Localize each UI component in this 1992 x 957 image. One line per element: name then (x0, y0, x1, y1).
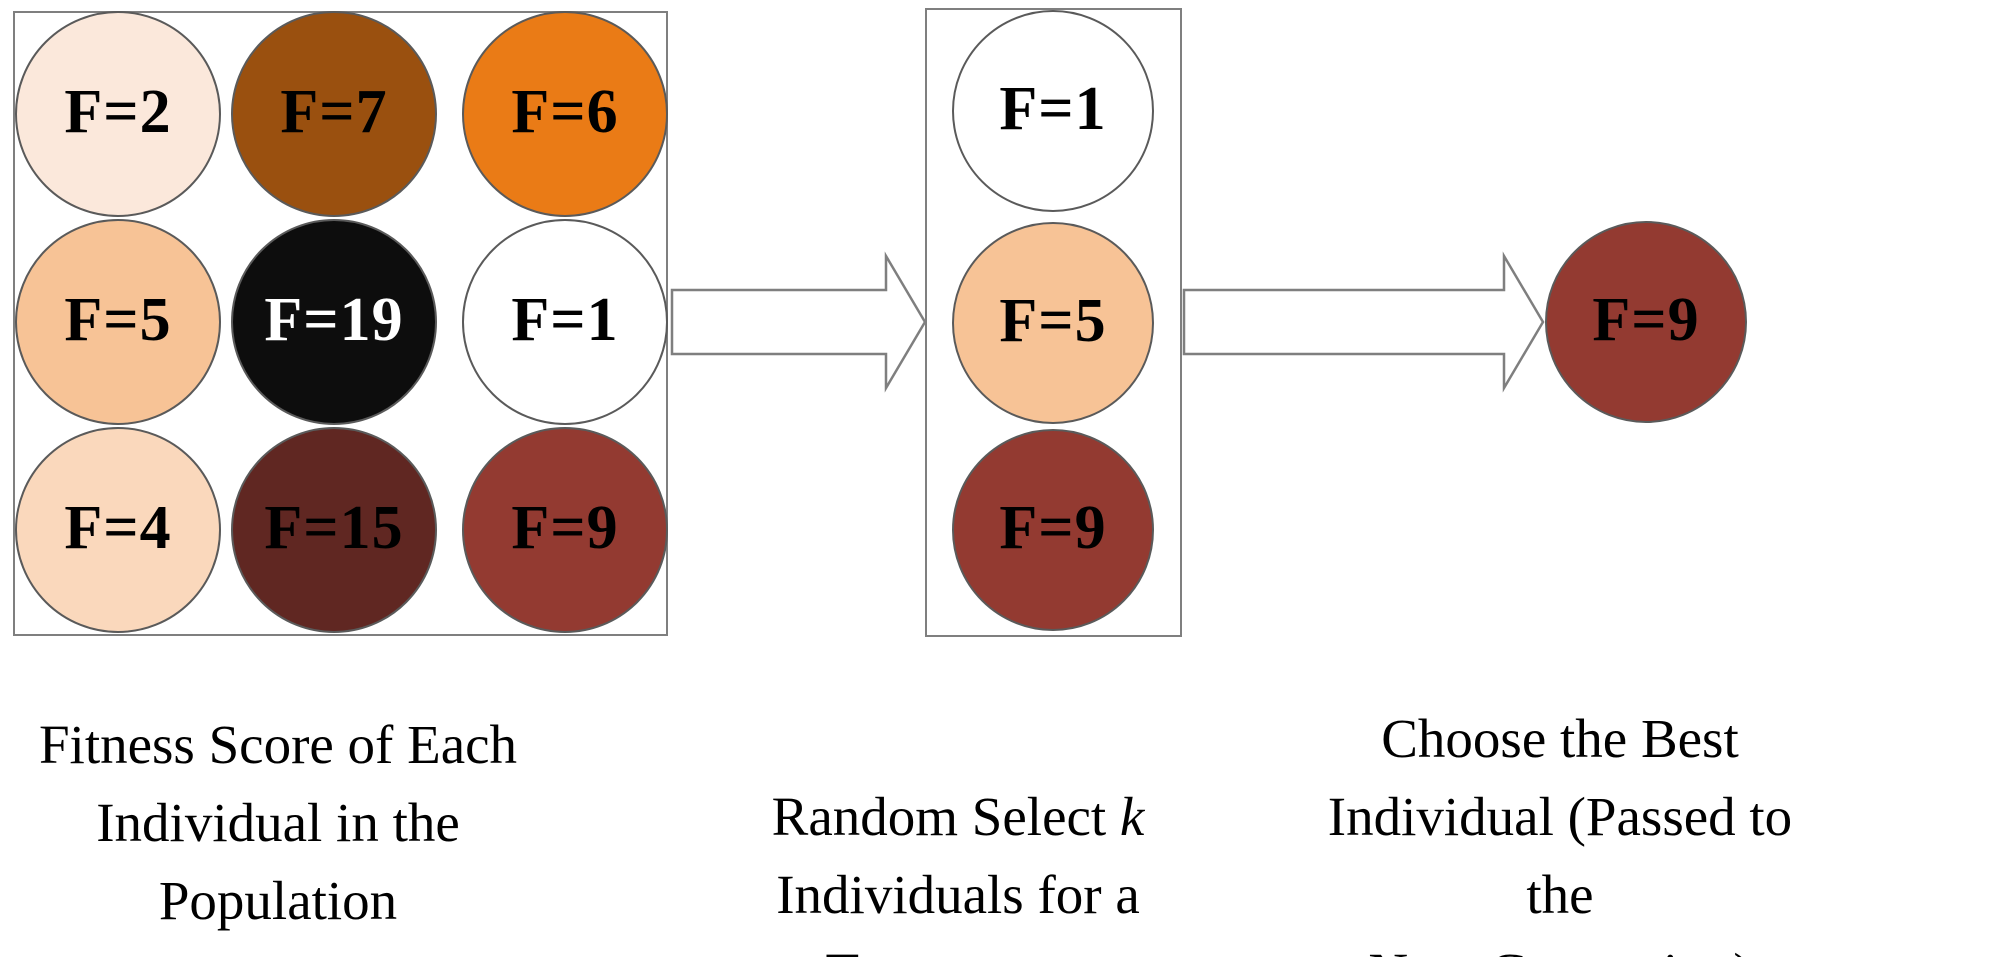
population-circle-f19: F=19 (231, 219, 437, 425)
tournament-circle-f9: F=9 (952, 429, 1154, 631)
circle-label: F=4 (64, 494, 172, 562)
population-circle-f9: F=9 (462, 427, 668, 633)
caption-tournament-pre: Random Select (771, 786, 1120, 848)
caption-tournament-k: k (1119, 786, 1145, 848)
population-circle-f1: F=1 (462, 219, 668, 425)
circle-label: F=9 (999, 494, 1107, 562)
circle-label: F=9 (511, 494, 619, 562)
caption-winner: Choose the Best Individual (Passed to th… (1327, 708, 1793, 957)
flow-arrow-right-icon-1 (670, 251, 927, 393)
tournament-circle-f1: F=1 (952, 10, 1154, 212)
circle-label: F=9 (1592, 286, 1700, 354)
circle-label: F=7 (280, 78, 388, 146)
circle-label: F=1 (999, 75, 1107, 143)
population-circle-f7: F=7 (231, 11, 437, 217)
caption-tournament-post: Individuals for a Tournament (776, 864, 1140, 957)
flow-arrow-right-icon-2 (1182, 251, 1545, 393)
circle-label: F=5 (999, 287, 1107, 355)
tournament-box (925, 8, 1182, 637)
circle-label: F=5 (64, 286, 172, 354)
caption-tournament: Random Select k Individuals for a Tourna… (688, 700, 1228, 957)
population-circle-f15: F=15 (231, 427, 437, 633)
tournament-circle-f5: F=5 (952, 222, 1154, 424)
caption-population: Fitness Score of Each Individual in the … (38, 714, 518, 932)
circle-label: F=15 (264, 494, 404, 562)
population-circle-f6: F=6 (462, 11, 668, 217)
circle-label: F=19 (264, 286, 404, 354)
population-circle-f4: F=4 (15, 427, 221, 633)
circle-label: F=1 (511, 286, 619, 354)
population-circle-f2: F=2 (15, 11, 221, 217)
winner-circle-f9: F=9 (1545, 221, 1747, 423)
circle-label: F=6 (511, 78, 619, 146)
circle-label: F=2 (64, 78, 172, 146)
population-circle-f5: F=5 (15, 219, 221, 425)
